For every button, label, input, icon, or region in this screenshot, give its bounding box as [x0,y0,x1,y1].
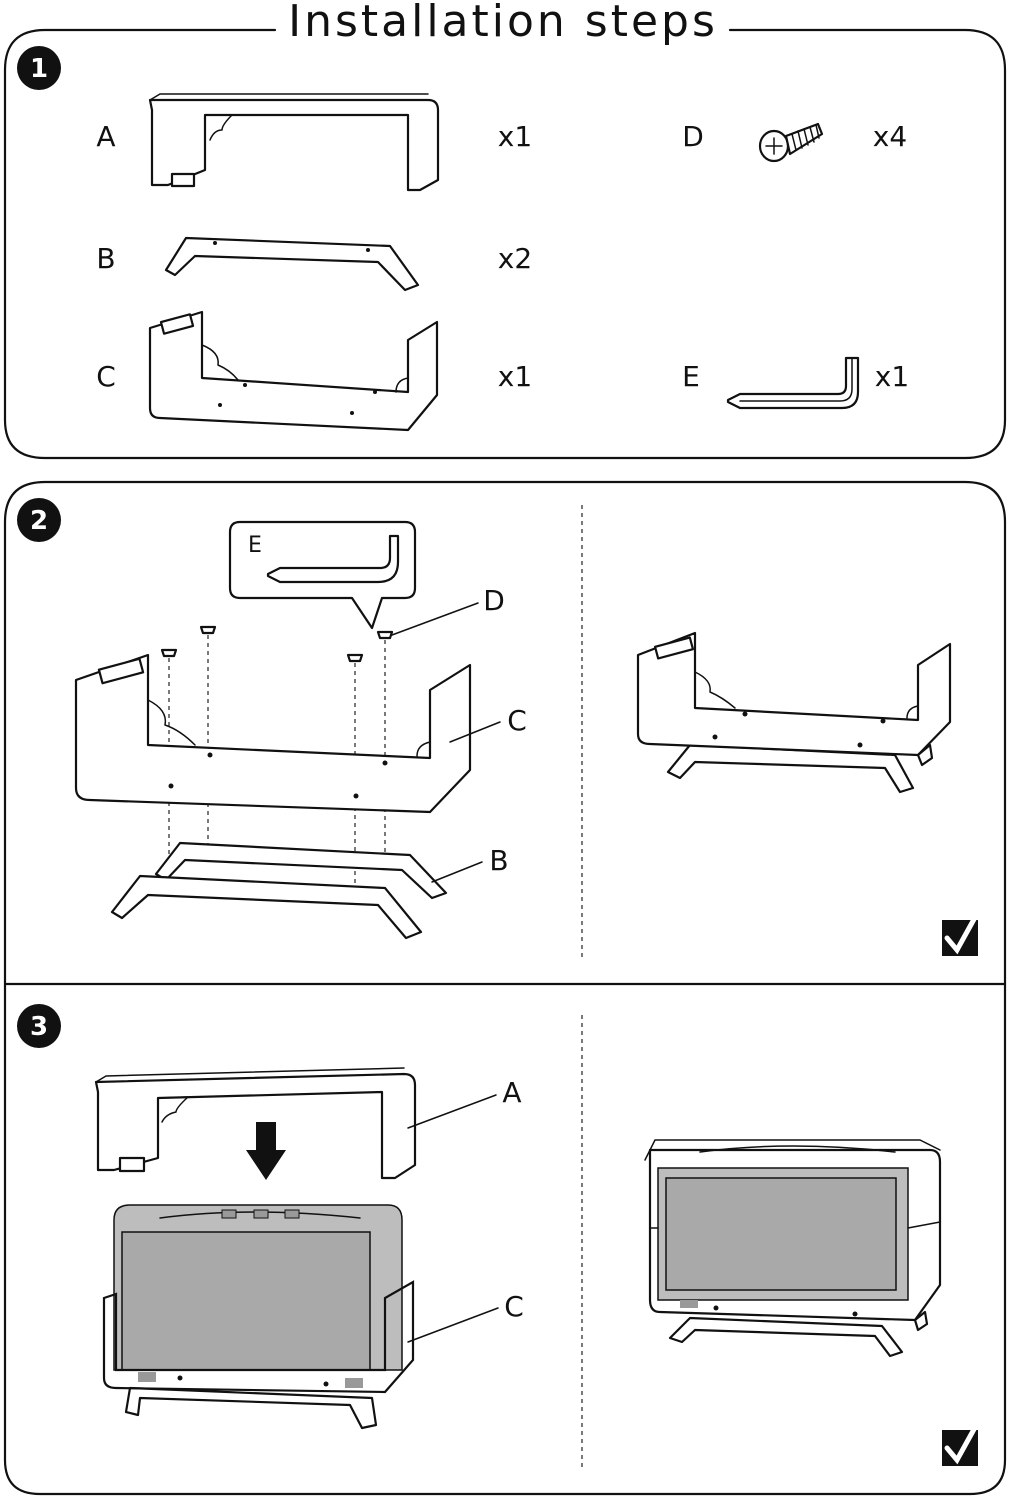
part-d-qty: x4 [873,120,907,153]
part-c-letter: C [96,360,116,393]
part-a-top-cover [148,93,440,192]
step-3-top-cover-a [94,1067,417,1180]
step-2-tray-c [74,653,472,814]
step-1-number: 1 [30,54,48,84]
part-b-letter: B [96,242,115,275]
callout-b-leader [431,861,483,883]
part-d-letter: D [682,120,704,153]
callout-d-leader [391,602,479,636]
screw-icon [758,122,824,163]
part-c-bottom-tray [148,310,439,432]
panel-2-3-frame [3,480,1007,1496]
part-e-qty: x1 [875,360,909,393]
part-b-support-base [164,236,420,292]
step-2-bases-b [110,841,448,940]
diagram-title: Installation steps [288,0,718,47]
callout-e-label: E [248,533,262,558]
callout-a-leader [407,1094,497,1129]
callout-b-label: B [489,844,508,877]
step-3-badge: 3 [17,1004,61,1048]
part-a-letter: A [96,120,115,153]
hex-key-icon [726,356,860,410]
callout-c-label: C [507,704,527,737]
step-3-number: 3 [30,1012,48,1042]
step-1-badge: 1 [17,46,61,90]
hex-key-callout: E [228,520,417,630]
callout-c-leader [449,721,501,743]
part-a-qty: x1 [498,120,532,153]
callout-c-leader-2 [407,1307,499,1343]
part-b-qty: x2 [498,242,532,275]
step-3-assembled-result [644,1139,942,1358]
callout-d-label: D [483,584,505,617]
callout-a-label: A [502,1076,521,1109]
step-3-speaker-in-tray [102,1204,415,1430]
step-3-checkmark-icon [942,1419,981,1466]
down-arrow-icon [246,1122,286,1180]
panel-1-frame [3,28,1007,460]
step-2-checkmark-icon [942,909,981,956]
part-c-qty: x1 [498,360,532,393]
part-e-letter: E [682,360,700,393]
callout-c-label-2: C [504,1290,524,1323]
step-2-assembled-result [636,631,952,794]
step-2-number: 2 [30,506,48,536]
step-2-badge: 2 [17,498,61,542]
